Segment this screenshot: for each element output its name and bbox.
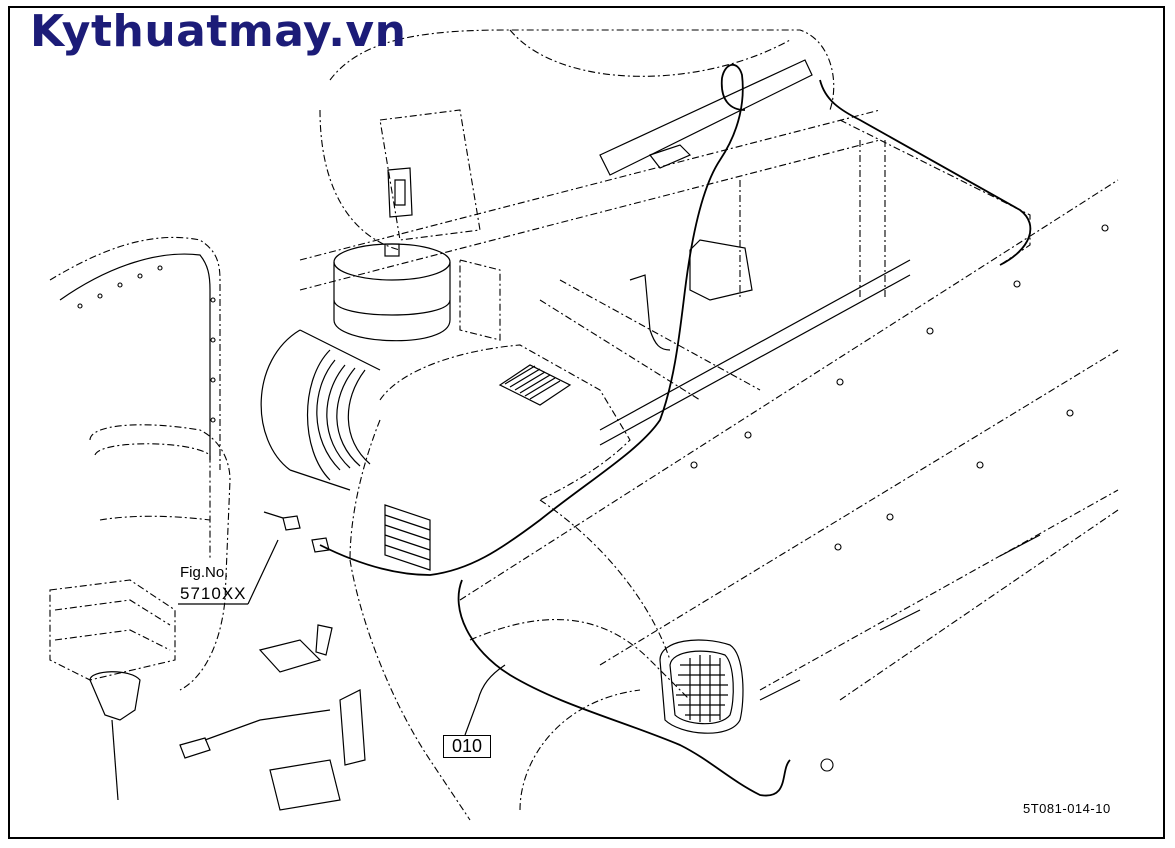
deck-platform (459, 179, 1119, 701)
wire-harness (319, 63, 1032, 797)
frame-rails (299, 59, 1031, 446)
connectors (263, 511, 330, 553)
figure-ref-label: Fig.No. (180, 564, 229, 581)
rops-frame (49, 236, 221, 470)
leader-fig (178, 539, 279, 605)
watermark-logo: Kythuatmay.vn (30, 6, 407, 57)
pedals-levers (179, 624, 366, 811)
drawing-code: 5T081-014-10 (1023, 801, 1111, 816)
work-light (659, 639, 834, 772)
operator-seat (49, 424, 231, 801)
engine-cover (319, 29, 835, 251)
drawing-frame (8, 6, 1165, 839)
part-callout-010[interactable]: 010 (443, 735, 491, 758)
figure-ref-number: 5710XX (180, 584, 247, 603)
air-cleaner (260, 243, 451, 491)
hood-panel (349, 344, 691, 821)
leader-010 (464, 664, 506, 736)
